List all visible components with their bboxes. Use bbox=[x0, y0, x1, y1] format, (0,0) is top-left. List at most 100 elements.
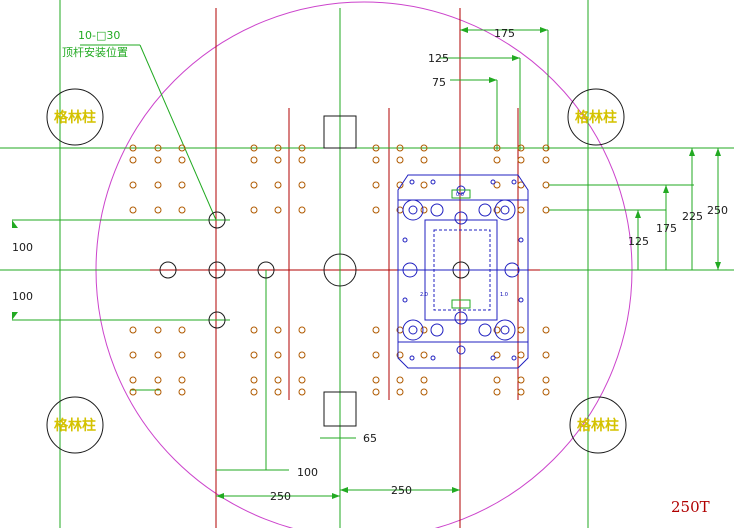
bolt-hole bbox=[178, 326, 186, 334]
bolt-hole bbox=[129, 351, 137, 359]
bolt-hole bbox=[178, 206, 186, 214]
ejector-holes bbox=[159, 211, 470, 329]
mold-label-2: 1.0 bbox=[500, 292, 508, 298]
bolt-hole bbox=[517, 326, 525, 334]
bolt-hole bbox=[396, 156, 404, 164]
bolt-hole bbox=[178, 144, 186, 152]
bolt-hole bbox=[154, 326, 162, 334]
bolt-hole bbox=[420, 181, 428, 189]
dim-65: 65 bbox=[363, 432, 377, 445]
bolt-hole bbox=[493, 351, 501, 359]
bolt-hole bbox=[542, 376, 550, 384]
bolt-hole bbox=[542, 156, 550, 164]
tie-bar-label-bl: 格林柱 bbox=[54, 417, 96, 434]
bolt-hole bbox=[298, 156, 306, 164]
bolt-hole bbox=[396, 181, 404, 189]
bolt-hole bbox=[274, 351, 282, 359]
dim-250-bottom-b: 250 bbox=[391, 484, 412, 497]
ejector-slot-bottom bbox=[323, 391, 357, 427]
tie-bar-label-tr: 格林柱 bbox=[575, 109, 617, 126]
dimension-arrows bbox=[12, 27, 721, 499]
bolt-hole bbox=[542, 326, 550, 334]
dim-75-top: 75 bbox=[432, 76, 446, 89]
bolt-hole bbox=[420, 326, 428, 334]
bolt-hole bbox=[493, 206, 501, 214]
ejector-note-line1: 10-□30 bbox=[78, 29, 120, 42]
bolt-hole bbox=[129, 388, 137, 396]
bolt-hole bbox=[542, 351, 550, 359]
dim-225-right: 225 bbox=[682, 210, 703, 223]
bolt-hole bbox=[298, 351, 306, 359]
bolt-hole bbox=[154, 351, 162, 359]
bolt-hole bbox=[154, 376, 162, 384]
bolt-hole bbox=[396, 351, 404, 359]
bolt-hole bbox=[493, 388, 501, 396]
bolt-hole bbox=[493, 326, 501, 334]
dim-100-left-a: 100 bbox=[12, 241, 33, 254]
bolt-hole bbox=[250, 351, 258, 359]
bolt-hole bbox=[372, 326, 380, 334]
bolt-hole bbox=[129, 326, 137, 334]
tie-bars bbox=[46, 88, 627, 454]
bolt-hole bbox=[517, 181, 525, 189]
mold-plate bbox=[397, 174, 529, 369]
bolt-hole bbox=[517, 206, 525, 214]
bolt-hole bbox=[542, 181, 550, 189]
bolt-hole bbox=[250, 376, 258, 384]
red-vertical-lines bbox=[215, 8, 519, 528]
bolt-hole bbox=[154, 206, 162, 214]
bolt-hole bbox=[372, 181, 380, 189]
bolt-hole bbox=[178, 388, 186, 396]
bolt-hole bbox=[493, 144, 501, 152]
bolt-hole bbox=[372, 144, 380, 152]
bolt-hole bbox=[154, 388, 162, 396]
bolt-hole bbox=[298, 326, 306, 334]
bolt-hole bbox=[274, 376, 282, 384]
bolt-hole bbox=[298, 376, 306, 384]
bolt-hole bbox=[420, 351, 428, 359]
platen-outline bbox=[95, 1, 633, 528]
bolt-hole bbox=[298, 206, 306, 214]
dim-100-bottom: 100 bbox=[297, 466, 318, 479]
bolt-hole bbox=[178, 156, 186, 164]
dim-250-right: 250 bbox=[707, 204, 728, 217]
bolt-hole bbox=[372, 206, 380, 214]
bolt-hole bbox=[129, 376, 137, 384]
dim-100-left-b: 100 bbox=[12, 290, 33, 303]
bolt-hole bbox=[154, 144, 162, 152]
bolt-hole bbox=[274, 206, 282, 214]
mold-plate-details bbox=[451, 189, 471, 309]
bolt-hole bbox=[298, 388, 306, 396]
bolt-hole bbox=[129, 206, 137, 214]
bolt-hole bbox=[129, 181, 137, 189]
bolt-hole bbox=[420, 156, 428, 164]
bolt-hole bbox=[154, 156, 162, 164]
mold-label-3: 0.0 bbox=[456, 192, 464, 198]
bolt-hole bbox=[517, 376, 525, 384]
bolt-hole bbox=[372, 351, 380, 359]
bolt-hole bbox=[250, 388, 258, 396]
bolt-hole bbox=[396, 376, 404, 384]
bolt-hole bbox=[420, 376, 428, 384]
bolt-hole bbox=[517, 156, 525, 164]
dim-175-right: 175 bbox=[656, 222, 677, 235]
tie-bar-label-br: 格林柱 bbox=[577, 417, 619, 434]
mold-label-1: 2.0 bbox=[420, 292, 428, 298]
bolt-hole bbox=[420, 206, 428, 214]
bolt-hole bbox=[396, 388, 404, 396]
tie-bar-label-tl: 格林柱 bbox=[54, 109, 96, 126]
bolt-hole bbox=[372, 376, 380, 384]
dim-125-top: 125 bbox=[428, 52, 449, 65]
bolt-hole bbox=[250, 206, 258, 214]
bolt-hole bbox=[420, 144, 428, 152]
bolt-hole bbox=[493, 376, 501, 384]
bolt-hole bbox=[372, 388, 380, 396]
bolt-hole bbox=[517, 388, 525, 396]
bolt-hole bbox=[250, 144, 258, 152]
bolt-hole bbox=[298, 144, 306, 152]
bolt-hole bbox=[178, 181, 186, 189]
bolt-hole bbox=[154, 181, 162, 189]
dim-250-bottom-a: 250 bbox=[270, 490, 291, 503]
